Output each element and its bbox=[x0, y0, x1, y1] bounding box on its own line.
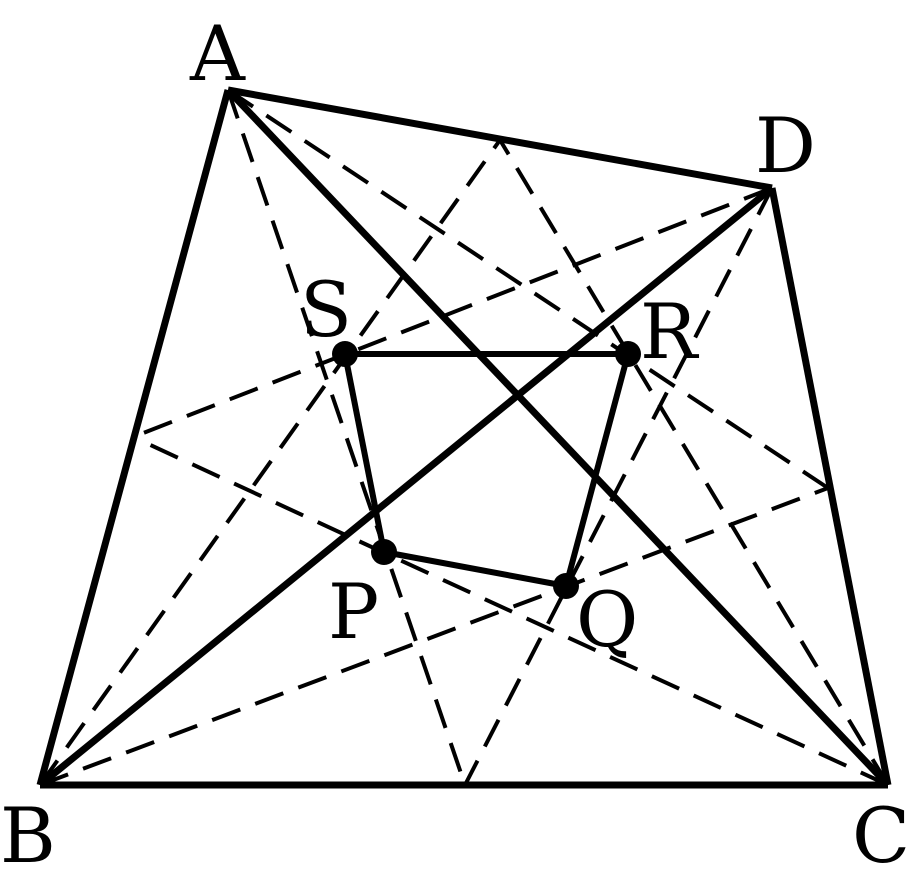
dashed-line-c-ab bbox=[132, 435, 889, 787]
dashed-line-d-bc bbox=[463, 187, 774, 786]
side-ps bbox=[342, 353, 387, 553]
diagonal-bd bbox=[37, 185, 775, 788]
diagonal-ac bbox=[225, 87, 891, 788]
vertex-labels: A B C D S R P Q bbox=[0, 9, 910, 880]
point-p bbox=[371, 539, 397, 565]
point-r bbox=[615, 341, 641, 367]
label-r: R bbox=[640, 287, 700, 376]
side-ab bbox=[36, 89, 232, 786]
quadrilateral-pqrs bbox=[342, 351, 631, 589]
dashed-line-a-cd bbox=[226, 88, 830, 490]
dashed-line-b-ad bbox=[38, 138, 502, 787]
label-b: B bbox=[0, 791, 56, 880]
label-c: C bbox=[852, 791, 910, 880]
label-s: S bbox=[300, 265, 352, 354]
point-s bbox=[332, 341, 358, 367]
side-rq bbox=[563, 353, 631, 587]
label-p: P bbox=[328, 567, 379, 656]
dashed-line-b-cd bbox=[39, 486, 829, 787]
dashed-line-d-ab bbox=[132, 186, 773, 439]
point-q bbox=[553, 573, 579, 599]
label-q: Q bbox=[576, 575, 638, 664]
dashed-line-c-ad bbox=[498, 138, 890, 787]
side-da bbox=[227, 86, 773, 192]
label-d: D bbox=[755, 101, 816, 190]
construction-lines bbox=[38, 88, 890, 787]
points bbox=[332, 341, 641, 599]
quadrilateral-abcd bbox=[36, 86, 892, 789]
dashed-line-a-bc bbox=[226, 89, 467, 786]
label-a: A bbox=[189, 9, 246, 98]
side-qp bbox=[383, 549, 567, 589]
side-cd bbox=[768, 187, 892, 786]
